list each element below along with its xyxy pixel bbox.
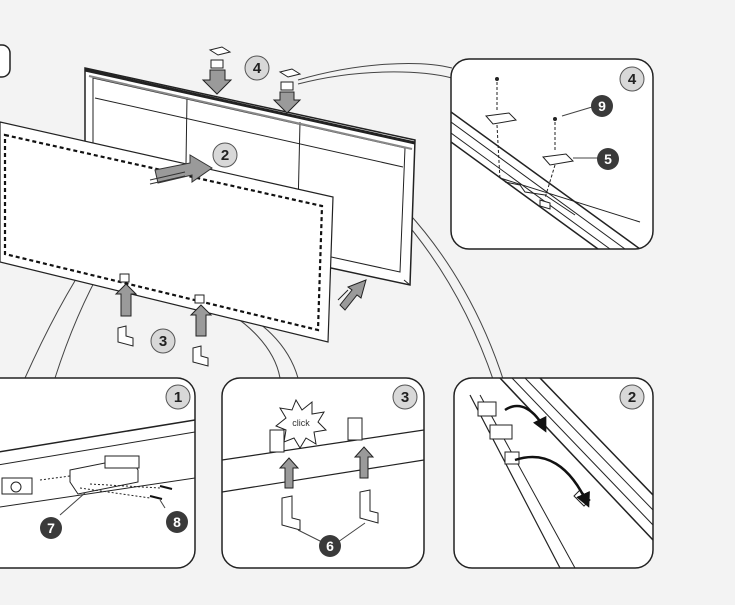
- step-3-label: 3: [159, 333, 167, 350]
- part-9-callout: 9: [598, 98, 606, 114]
- panel-3-label: 3: [401, 389, 409, 406]
- detail-panel-4: 4 9 5: [451, 59, 653, 249]
- panel-4-label: 4: [628, 71, 637, 88]
- step-2-badge: 2: [213, 143, 237, 167]
- click-label: click: [292, 418, 310, 428]
- part-6-callout: 6: [326, 538, 334, 554]
- step-4-label: 4: [253, 60, 262, 77]
- part-5-callout: 5: [604, 151, 612, 167]
- detail-panel-1: 1 7 8: [0, 378, 195, 568]
- detail-panel-2: 2: [454, 378, 653, 568]
- step-2-label: 2: [221, 147, 229, 164]
- detail-panel-3: click 3 6: [222, 378, 424, 568]
- step-3-badge: 3: [151, 329, 175, 353]
- part-7-callout: 7: [47, 520, 55, 536]
- panel-2-label: 2: [628, 389, 636, 406]
- panel-1-label: 1: [174, 389, 182, 406]
- previous-step-frame: [0, 45, 10, 77]
- part-8-callout: 8: [173, 514, 181, 530]
- step-4-badge: 4: [245, 56, 269, 80]
